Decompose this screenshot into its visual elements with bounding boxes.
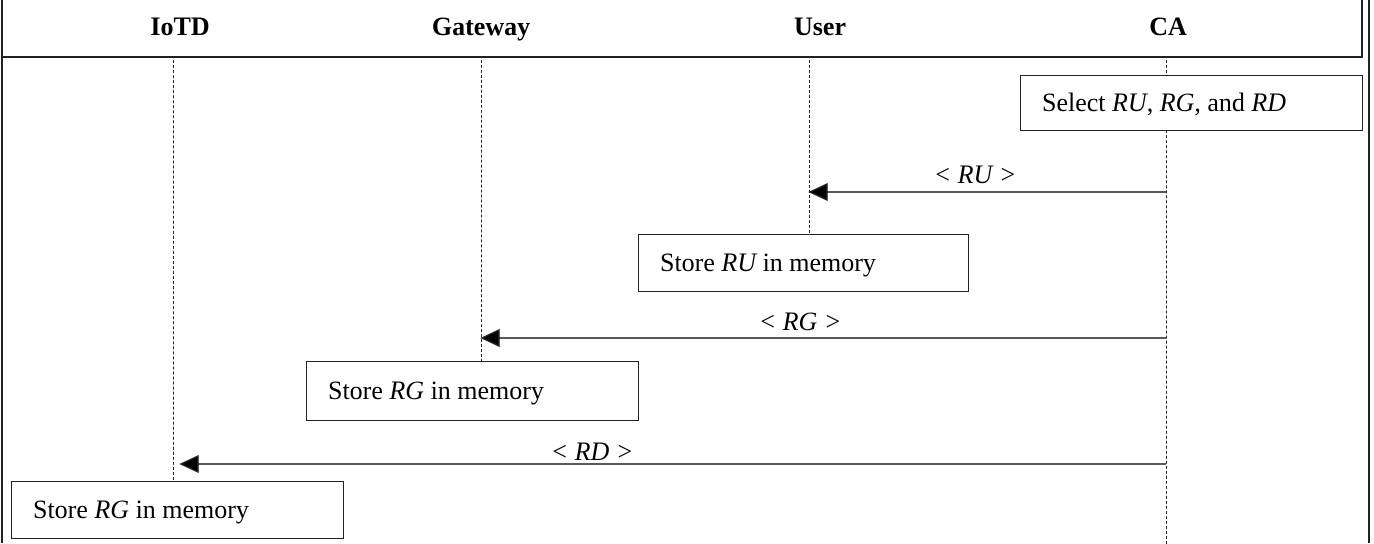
lifeline-iotd — [173, 60, 174, 480]
message-label-ru: < RU > — [933, 160, 1017, 189]
actor-label-ca: CA — [1149, 12, 1187, 41]
note-gateway-store-prefix: Store — [328, 376, 390, 405]
note-user-store-prefix: Store — [660, 248, 722, 277]
message-label-rg: < RG > — [758, 307, 842, 336]
note-ca-select-sep1: , — [1146, 88, 1160, 117]
lifeline-gateway — [481, 60, 482, 362]
note-gateway-store-var: RG — [389, 376, 425, 405]
actor-label-iotd: IoTD — [150, 12, 210, 41]
note-iotd-store-prefix: Store — [33, 495, 95, 524]
actor-label-user: User — [794, 12, 846, 41]
note-iotd-store: Store RG in memory — [11, 481, 344, 539]
lifeline-ca — [1166, 60, 1167, 544]
note-user-store-var: RU — [721, 248, 757, 277]
arrowhead-rd — [179, 454, 199, 474]
note-user-store: Store RU in memory — [638, 234, 969, 292]
note-gateway-store: Store RG in memory — [306, 361, 639, 421]
lifeline-user — [809, 60, 810, 233]
note-gateway-store-suffix: in memory — [424, 376, 544, 405]
arrowhead-rg — [480, 328, 500, 348]
note-ca-select-sep2: , and — [1194, 88, 1252, 117]
actor-header-bar — [1, 0, 1363, 58]
note-ca-select-prefix: Select — [1042, 88, 1113, 117]
note-ca-select: Select RU, RG, and RD — [1020, 75, 1363, 131]
arrowhead-ru — [808, 182, 828, 202]
actor-label-gateway: Gateway — [431, 12, 531, 41]
note-user-store-suffix: in memory — [756, 248, 876, 277]
note-iotd-store-suffix: in memory — [129, 495, 249, 524]
message-label-rd: < RD > — [550, 437, 634, 466]
note-ca-select-rg: RG — [1159, 88, 1195, 117]
note-ca-select-ru: RU — [1112, 88, 1147, 117]
note-iotd-store-var: RG — [94, 495, 130, 524]
note-ca-select-rd: RD — [1251, 88, 1287, 117]
